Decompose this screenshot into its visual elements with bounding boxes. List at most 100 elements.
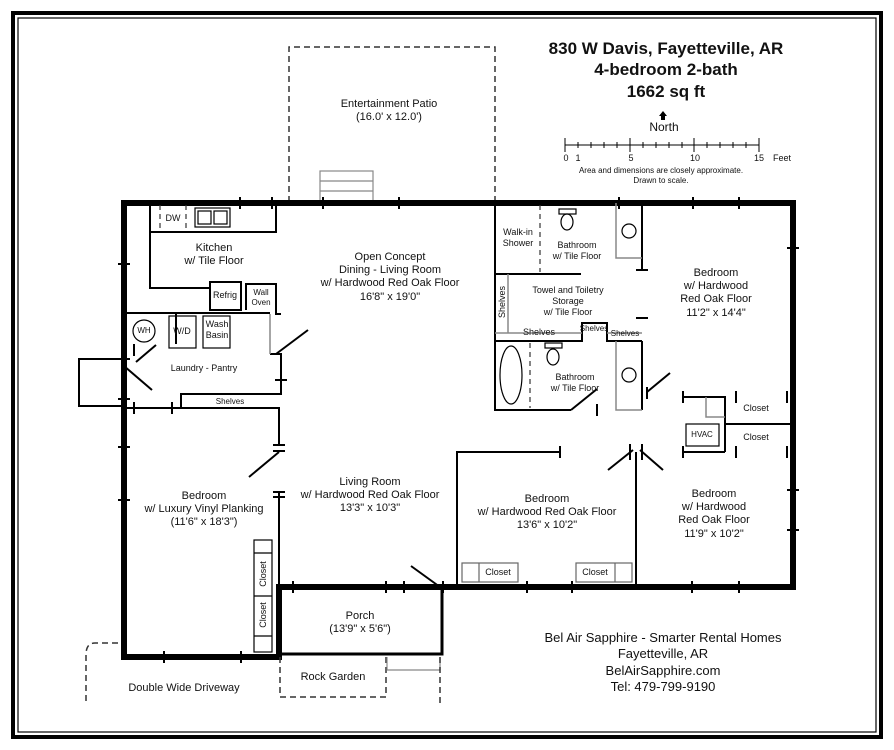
- room-dining-living: Open Concept Dining - Living Room w/ Har…: [321, 251, 460, 304]
- shower-lines: [159, 205, 541, 408]
- closet-label-s-1: Closet: [485, 567, 511, 577]
- room-name: Bathroom: [555, 372, 595, 382]
- bedroom-closets: [253, 539, 273, 653]
- room-entertainment-patio: Entertainment Patio (16.0' x 12.0'): [341, 98, 438, 124]
- room-laundry-pantry: Laundry - Pantry: [170, 363, 238, 373]
- room-floor: w/ Hardwood Red Oak Floor: [300, 489, 440, 502]
- room-floor-2: Red Oak Floor: [678, 514, 750, 527]
- driveway-outline: [85, 642, 118, 705]
- room-dims: (11'6" x 18'3"): [170, 516, 238, 529]
- room-name: Living Room: [339, 476, 401, 488]
- scale-note: Area and dimensions are closely approxim…: [579, 166, 743, 185]
- dishwasher-label: DW: [165, 213, 181, 223]
- fixture-line1: Wash: [205, 319, 229, 329]
- scale-tick-15: 15: [753, 153, 765, 163]
- rock-garden-outline: [279, 657, 387, 698]
- room-floor: w/ Hardwood Red Oak Floor: [320, 277, 460, 290]
- room-name: Porch: [345, 610, 375, 622]
- room-name-2: Storage: [552, 295, 584, 306]
- room-name: Bedroom: [693, 267, 739, 279]
- side-entry: [78, 358, 124, 407]
- room-bedroom-ne: Bedroom w/ Hardwood Red Oak Floor 11'2" …: [680, 267, 752, 320]
- scale-tick-0: 0: [563, 153, 569, 163]
- room-floor: w/ Tile Floor: [543, 306, 593, 317]
- room-bedroom-se: Bedroom w/ Hardwood Red Oak Floor 11'9" …: [678, 488, 750, 541]
- scale-tick-10: 10: [689, 153, 701, 163]
- room-bedroom-sw: Bedroom w/ Luxury Vinyl Planking (11'6" …: [144, 490, 263, 530]
- scale-unit: Feet: [772, 153, 792, 163]
- beds-baths: 4-bedroom 2-bath: [594, 60, 738, 80]
- closet-label-ne-1: Closet: [743, 403, 769, 413]
- room-name-2: Shower: [502, 237, 534, 248]
- room-kitchen: Kitchen w/ Tile Floor: [184, 242, 243, 268]
- north-label: North: [649, 120, 679, 134]
- room-name: Walk-in: [503, 227, 533, 237]
- room-bathroom-1: Bathroom w/ Tile Floor: [553, 240, 602, 262]
- room-name: Bathroom: [557, 240, 597, 250]
- square-footage: 1662 sq ft: [626, 81, 706, 101]
- bath-shelves-label: Shelves: [522, 327, 556, 337]
- inner-frame: [17, 17, 877, 733]
- scale-note-line1: Area and dimensions are closely approxim…: [578, 166, 744, 175]
- room-name: Bedroom: [181, 490, 227, 502]
- door-jambs: [118, 197, 799, 663]
- scale-bar: [564, 138, 760, 152]
- porch-steps: [386, 657, 441, 671]
- closet-label-sw-1: Closet: [258, 561, 268, 587]
- washer-dryer-label: W/D: [173, 326, 191, 336]
- fixtures: [132, 207, 720, 447]
- room-rock-garden: Rock Garden: [300, 671, 366, 683]
- room-name: Bedroom: [524, 493, 570, 505]
- room-name: Entertainment Patio: [340, 98, 438, 110]
- room-name: Towel and Toiletry: [532, 285, 604, 295]
- bath-shelves-label-2: Shelves: [579, 324, 609, 333]
- room-dims: 16'8" x 19'0": [359, 290, 421, 303]
- room-driveway: Double Wide Driveway: [128, 682, 240, 694]
- room-floor: w/ Hardwood Red Oak Floor: [477, 506, 617, 519]
- storage-shelves-label: Shelves: [497, 285, 507, 319]
- room-floor: w/ Tile Floor: [552, 250, 602, 261]
- scale-tick-1: 1: [575, 153, 581, 163]
- room-bedroom-s: Bedroom w/ Hardwood Red Oak Floor 13'6" …: [478, 493, 617, 533]
- closet-label-s-2: Closet: [582, 567, 608, 577]
- company-city: Fayetteville, AR: [617, 646, 709, 662]
- fixture-line2: Basin: [205, 329, 229, 340]
- room-name: Kitchen: [195, 242, 233, 254]
- room-dims: 13'6" x 10'2": [516, 519, 578, 532]
- room-walk-in-shower: Walk-in Shower: [503, 227, 534, 249]
- door-swings: [123, 329, 671, 588]
- contact-block: Bel Air Sapphire - Smarter Rental Homes …: [545, 630, 782, 695]
- wall-oven-label: Wall Oven: [251, 288, 270, 307]
- room-floor: w/ Tile Floor: [184, 255, 244, 268]
- room-floor: w/ Hardwood: [683, 280, 749, 293]
- refrigerator-label: Refrig: [212, 290, 238, 300]
- room-towel-storage: Towel and Toiletry Storage w/ Tile Floor: [532, 285, 603, 317]
- scale-note-line2: Drawn to scale.: [633, 175, 689, 185]
- fixture-line2: Oven: [251, 297, 271, 307]
- room-floor: w/ Tile Floor: [550, 382, 600, 393]
- water-heater-label: WH: [137, 326, 151, 335]
- room-dims: (16.0' x 12.0'): [356, 111, 422, 124]
- scale-tick-5: 5: [628, 153, 634, 163]
- room-floor: w/ Hardwood: [681, 501, 747, 514]
- laundry-shelves-label: Shelves: [215, 397, 245, 406]
- room-bathroom-2: Bathroom w/ Tile Floor: [551, 372, 600, 394]
- room-dims: 13'3" x 10'3": [339, 502, 401, 515]
- hvac-label: HVAC: [691, 430, 713, 439]
- company-website[interactable]: BelAirSapphire.com: [605, 662, 721, 678]
- address-title: 830 W Davis, Fayetteville, AR: [548, 39, 784, 58]
- company-phone[interactable]: Tel: 479-799-9190: [610, 678, 716, 694]
- wash-basin-label: Wash Basin: [206, 319, 229, 341]
- fixture-line1: Wall: [253, 288, 269, 297]
- room-name: Open Concept: [354, 251, 426, 263]
- room-floor-2: Red Oak Floor: [680, 293, 752, 306]
- property-header: 830 W Davis, Fayetteville, AR 4-bedroom …: [549, 38, 784, 102]
- closet-boxes: [461, 562, 633, 583]
- closet-label-ne-2: Closet: [743, 432, 769, 442]
- closet-label-sw-2: Closet: [258, 602, 268, 628]
- company-name: Bel Air Sapphire - Smarter Rental Homes: [544, 630, 782, 645]
- room-floor: w/ Luxury Vinyl Planking: [144, 503, 264, 516]
- room-porch: Porch (13'9" x 5'6"): [329, 610, 391, 636]
- room-dims: 11'2" x 14'4": [686, 306, 746, 319]
